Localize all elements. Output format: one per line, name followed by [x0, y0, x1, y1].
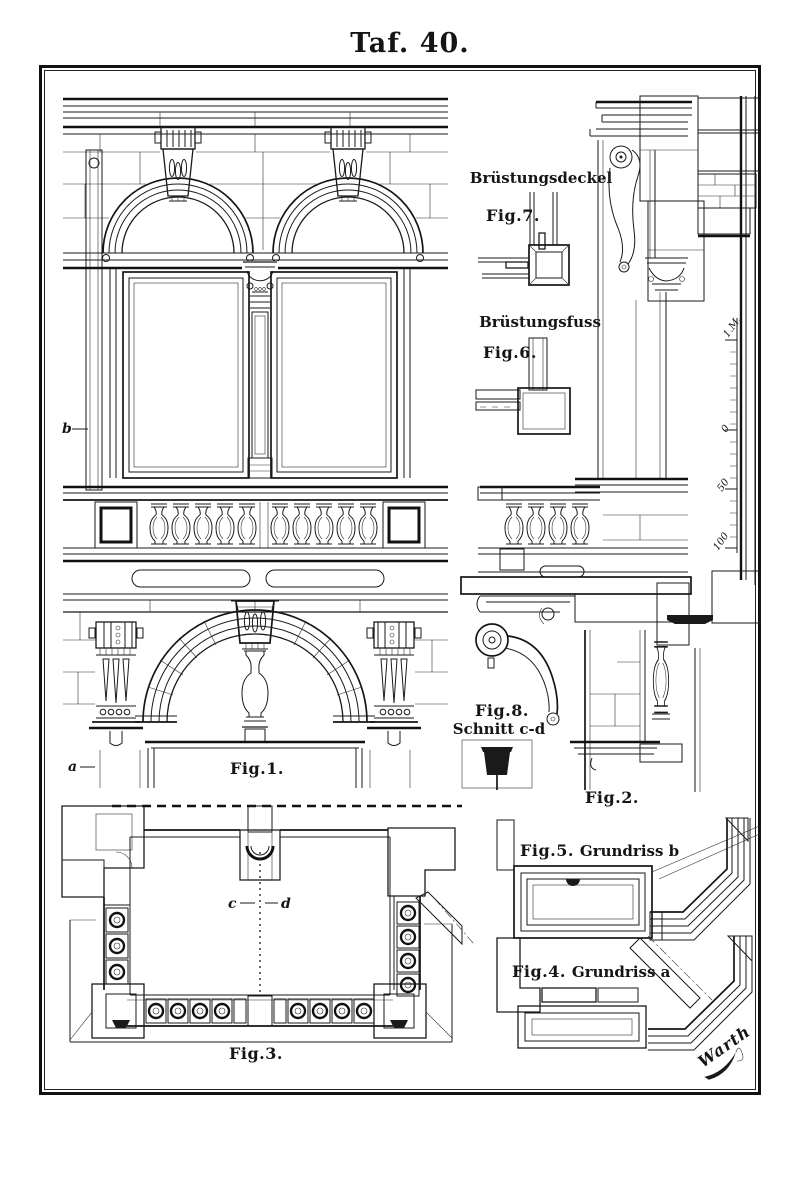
central-capital	[242, 261, 278, 293]
fig4-label-line: Fig.4.Grundriss a	[512, 962, 671, 981]
plan-centre-mullion	[239, 805, 281, 881]
rusticated-corbel-left	[87, 620, 145, 747]
fig6-bruestungsfuss: Brüstungsfuss Fig.6.	[475, 313, 601, 435]
plan-corner-pier-right	[373, 983, 427, 1039]
engraving-canvas: b	[61, 95, 761, 1080]
fig5-bay-corner	[649, 817, 751, 941]
fig3-label: Fig.3.	[229, 1044, 283, 1063]
fig1-facade-elevation: b	[62, 97, 448, 788]
scale-tick-50: 50	[715, 476, 732, 493]
fig7-bruestungsdeckel: Brüstungsdeckel Fig.7.	[470, 169, 613, 286]
fig5-label-line: Fig.5.Grundriss b	[520, 841, 679, 860]
marker-b: b	[62, 421, 72, 437]
central-mullion	[247, 295, 273, 479]
fig2-label: Fig.2.	[585, 788, 639, 807]
upper-window-left	[122, 271, 250, 479]
scale-tick-100: 100	[711, 530, 731, 552]
fig6-label: Fig.6.	[483, 343, 537, 362]
fig8-caption: Schnitt c-d	[453, 720, 546, 738]
fig6-caption: Brüstungsfuss	[479, 313, 601, 331]
fig7-caption: Brüstungsdeckel	[470, 169, 613, 187]
upper-window-right	[270, 271, 398, 479]
plan-corner-pier-left	[91, 983, 145, 1039]
fig8-schnitt-cd: Fig.8. Schnitt c-d	[453, 701, 546, 790]
scroll-console-top	[608, 145, 641, 273]
lower-arch-window	[135, 600, 375, 788]
plan-bottom-balusters	[127, 995, 393, 1027]
volute-console	[475, 623, 560, 726]
fig3-plan: c d	[61, 804, 475, 1063]
plate-title: Taf. 40.	[350, 28, 470, 59]
fig7-label: Fig.7.	[486, 206, 540, 225]
scale-bar: 1.M. 0 50 100	[711, 315, 744, 553]
fig8-label: Fig.8.	[475, 701, 529, 720]
fig4-grundriss-a: Fig.4.Grundriss a	[496, 935, 753, 1051]
fig4-bay-corner	[648, 935, 753, 1051]
engraver-signature: Warth	[694, 1022, 754, 1080]
balustrade	[63, 485, 448, 563]
fig1-label: Fig.1.	[230, 759, 284, 778]
scale-tick-0: 0	[719, 423, 732, 435]
marker-c: c	[228, 896, 237, 912]
sill-course	[63, 569, 448, 613]
plan-right-balusters	[393, 895, 421, 997]
fig2-balustrade	[477, 485, 688, 578]
signature-text: Warth	[694, 1022, 754, 1072]
left-pilaster	[85, 149, 103, 491]
marker-d: d	[281, 896, 291, 912]
plan-left-balusters	[103, 897, 130, 990]
keystone-console-right	[324, 126, 372, 202]
rusticated-corbel-right	[365, 620, 423, 747]
keystone-console-left	[154, 126, 202, 202]
fig5-grundriss-b: Fig.5.Grundriss b	[496, 817, 761, 941]
marker-a: a	[68, 759, 77, 775]
